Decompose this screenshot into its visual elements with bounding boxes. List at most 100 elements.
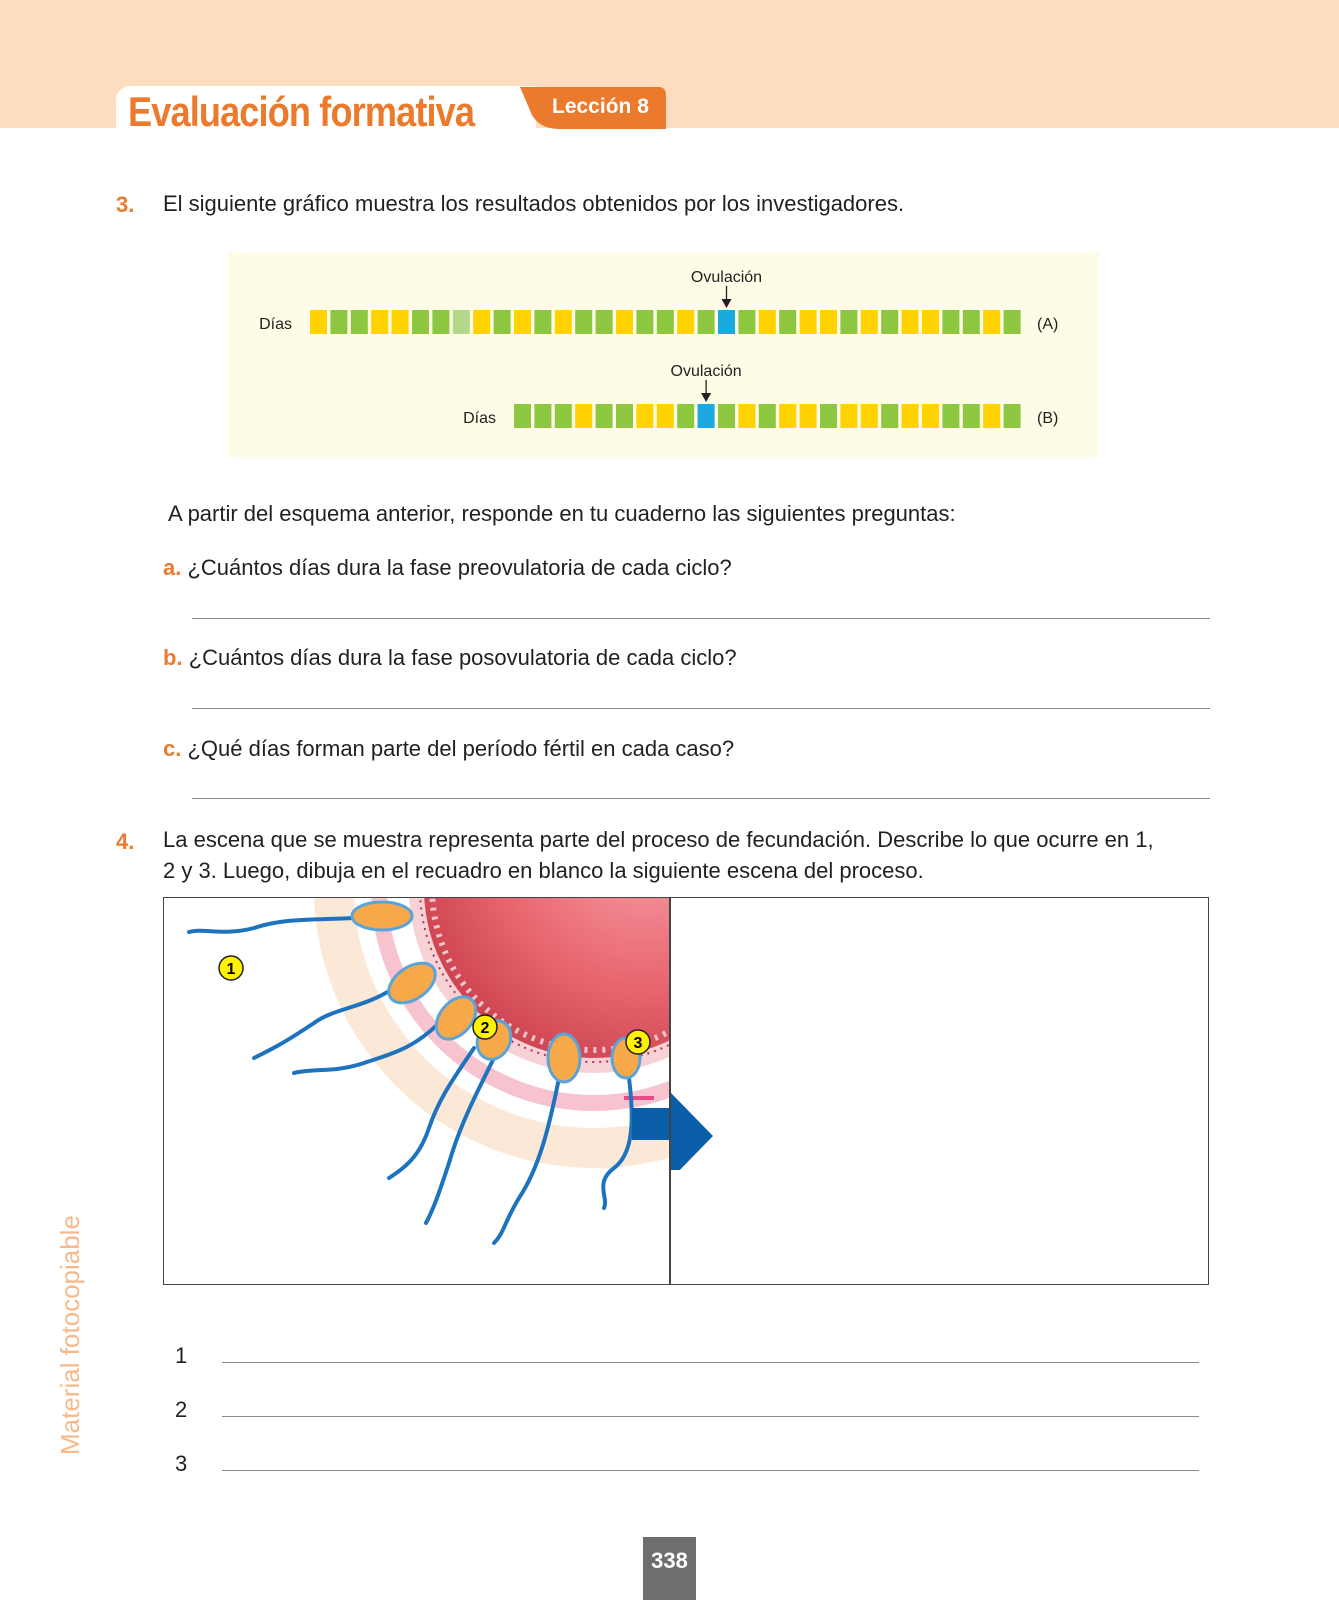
day-cell (983, 310, 1001, 334)
day-cell (881, 310, 899, 334)
answer-line-1[interactable] (222, 1362, 1199, 1363)
drawing-area[interactable] (671, 899, 1207, 1283)
day-cell (738, 310, 756, 334)
question-3c: c. ¿Qué días forman parte del período fé… (163, 733, 734, 764)
day-cell (962, 404, 980, 428)
day-cell (656, 310, 674, 334)
day-cell (962, 310, 980, 334)
day-cell (310, 310, 327, 334)
day-cell (718, 404, 735, 428)
day-cell (616, 310, 633, 334)
day-cell (922, 310, 939, 334)
day-cell (473, 310, 491, 334)
day-cell (636, 310, 654, 334)
lesson-badge (520, 87, 666, 129)
day-cell (677, 310, 695, 334)
day-cell (330, 310, 348, 334)
day-cell (820, 404, 837, 428)
day-cell (391, 310, 409, 334)
question-3a: a. ¿Cuántos días dura la fase preovulato… (163, 552, 732, 583)
day-cell (636, 404, 654, 428)
day-cell (534, 404, 552, 428)
marker-2: 2 (481, 1020, 490, 1037)
ovulation-label: Ovulación (691, 269, 762, 286)
question-4-line2: 2 y 3. Luego, dibuja en el recuadro en b… (163, 858, 924, 883)
day-cell (922, 404, 939, 428)
question-3-intro: A partir del esquema anterior, responde … (168, 501, 956, 526)
question-3b-text: ¿Cuántos días dura la fase posovulatoria… (188, 645, 737, 670)
marker-1: 1 (227, 961, 236, 978)
fertilization-illustration: 1 2 3 (187, 898, 670, 1245)
day-cell (656, 404, 674, 428)
day-cell (718, 310, 735, 334)
day-cell (350, 310, 368, 334)
blue-arrow-tip (671, 1093, 713, 1170)
day-cell (432, 310, 450, 334)
answer-label-1: 1 (175, 1343, 188, 1368)
day-cell (758, 404, 776, 428)
answer-label-2: 2 (175, 1397, 188, 1422)
page-number-box (643, 1537, 696, 1600)
question-4-number: 4. (116, 829, 135, 854)
day-cell (901, 404, 919, 428)
day-cell (860, 404, 878, 428)
day-cell (840, 310, 858, 334)
day-cell (514, 404, 531, 428)
answer-line-2[interactable] (222, 1416, 1199, 1417)
answer-line-3[interactable] (222, 1470, 1199, 1471)
fertilization-figure-frame (163, 897, 1209, 1285)
day-cell (452, 310, 470, 334)
day-cell (554, 404, 572, 428)
day-cell (860, 310, 878, 334)
day-cell (779, 404, 797, 428)
day-cell (820, 310, 837, 334)
day-cell (575, 310, 593, 334)
answer-line-b[interactable] (192, 708, 1210, 709)
day-cell (942, 404, 960, 428)
title-tab (116, 86, 536, 136)
day-cell (799, 310, 817, 334)
days-label: Días (463, 410, 496, 427)
day-cell (371, 310, 389, 334)
ovulation-arrow-head (721, 299, 732, 308)
marker-3: 3 (634, 1035, 643, 1052)
lesson-label: Lección 8 (552, 95, 649, 118)
answer-line-c[interactable] (192, 798, 1210, 799)
day-cell (595, 404, 613, 428)
page-title: Evaluación formativa (128, 88, 475, 135)
question-3a-letter: a. (163, 555, 182, 580)
day-cell (1003, 310, 1021, 334)
days-label: Días (259, 316, 292, 333)
side-label: Material fotocopiable (55, 1215, 85, 1455)
day-cell (901, 310, 919, 334)
day-cell (697, 404, 715, 428)
day-cell (738, 404, 756, 428)
answer-line-a[interactable] (192, 618, 1210, 619)
question-3-text: El siguiente gráfico muestra los resulta… (163, 191, 905, 216)
row-tag: (A) (1037, 316, 1058, 333)
day-cell (493, 310, 511, 334)
day-cell (983, 404, 1001, 428)
row-tag: (B) (1037, 410, 1058, 427)
question-4-line1: La escena que se muestra representa part… (163, 827, 1154, 852)
question-3c-letter: c. (163, 736, 182, 761)
day-cell (677, 404, 695, 428)
question-3c-text: ¿Qué días forman parte del período férti… (187, 736, 735, 761)
day-cell (942, 310, 960, 334)
ovulation-arrow-head (701, 393, 712, 402)
question-3a-text: ¿Cuántos días dura la fase preovulatoria… (187, 555, 732, 580)
day-cell (554, 310, 572, 334)
question-3b-letter: b. (163, 645, 183, 670)
page-number: 338 (651, 1548, 688, 1573)
day-cell (575, 404, 593, 428)
day-cell (779, 310, 797, 334)
day-cell (799, 404, 817, 428)
day-cell (840, 404, 858, 428)
day-cell (758, 310, 776, 334)
day-cell (412, 310, 429, 334)
day-cell (534, 310, 552, 334)
question-3b: b. ¿Cuántos días dura la fase posovulato… (163, 642, 737, 673)
answer-label-3: 3 (175, 1451, 188, 1476)
day-cell (595, 310, 613, 334)
day-cell (697, 310, 715, 334)
